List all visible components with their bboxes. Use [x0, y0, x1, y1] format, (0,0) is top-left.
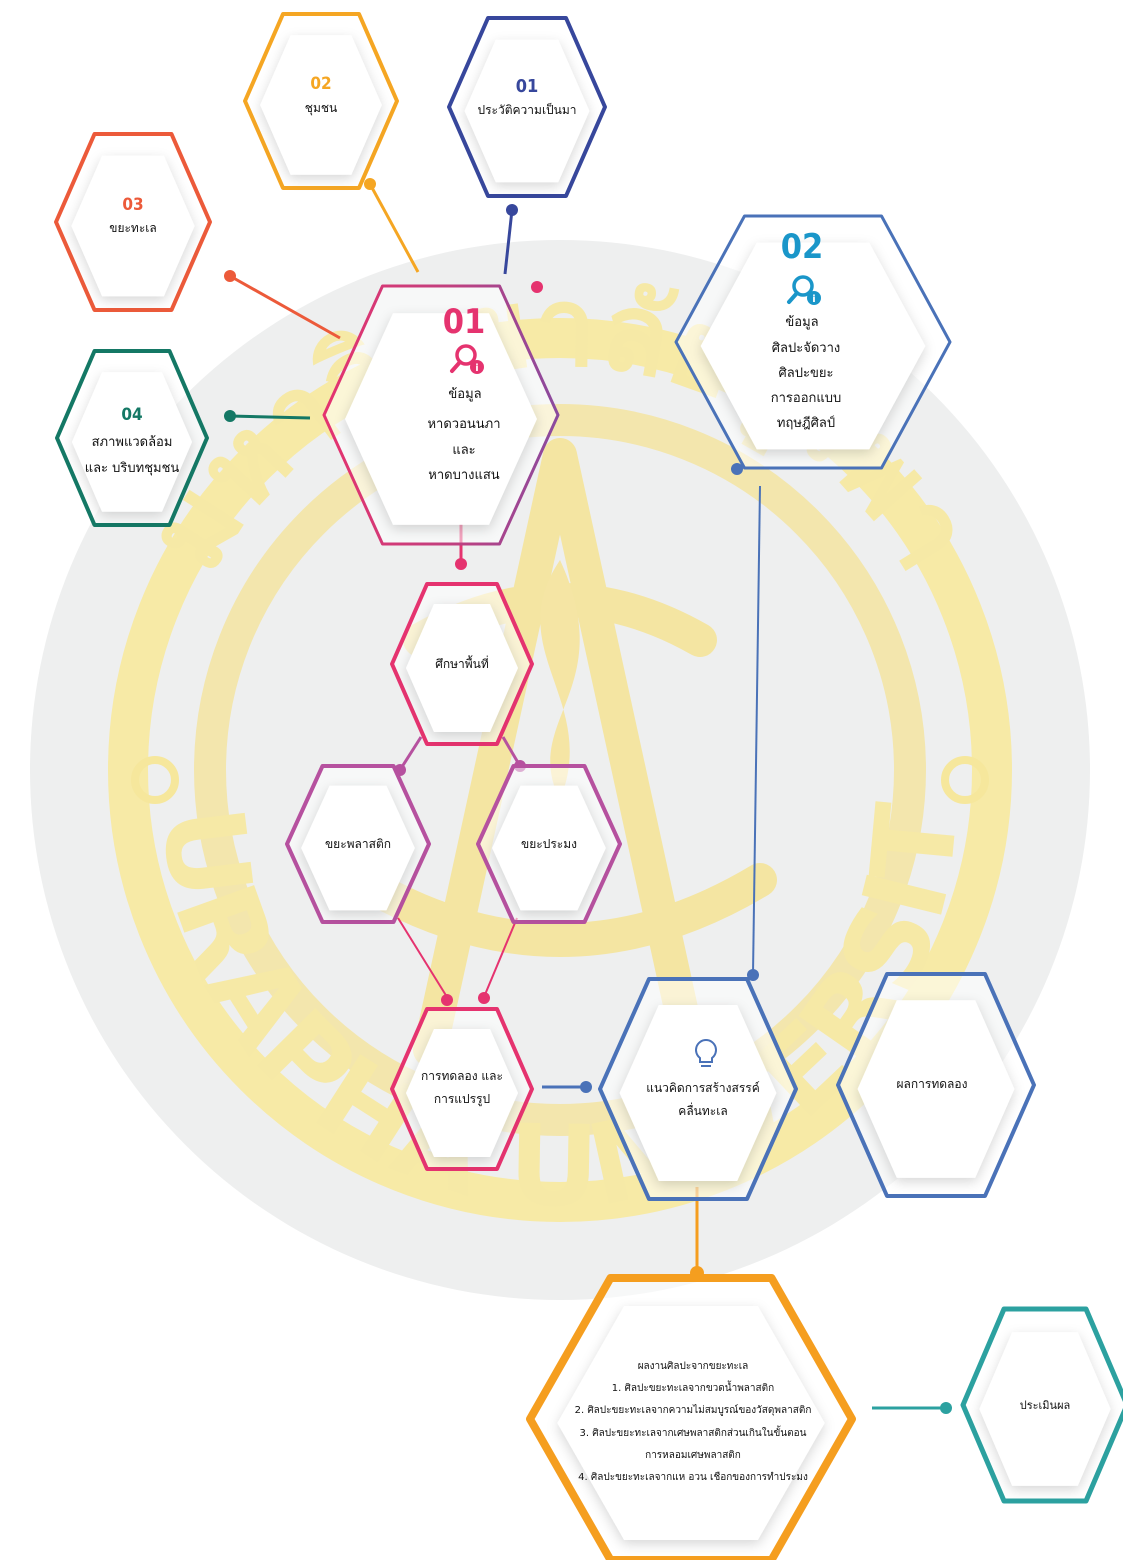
history-number: 01: [516, 76, 539, 97]
community-label: ชุมชน: [305, 101, 337, 116]
info-art-icon-label: ข้อมูล: [785, 315, 818, 330]
artworks-line-2: 1. ศิลปะขยะทะเลจากขวดน้ำพลาสติก: [612, 1380, 774, 1394]
connector-community: [368, 183, 420, 273]
node-info-beaches-inner: [345, 313, 537, 525]
node-info-art-inner: [700, 242, 926, 450]
connector-fishing-exp: [483, 917, 518, 998]
watermark-gold-ring: [108, 318, 1012, 1222]
artworks-line-6: 4. ศิลปะขยะทะเลจากแห อวน เชือกของการทำปร…: [578, 1471, 808, 1483]
artworks-line-1: ผลงานศิลปะจากขยะทะเล: [638, 1361, 749, 1372]
plastic-waste-label: ขยะพลาสติก: [325, 837, 391, 851]
info-beaches-line-1: หาดวอนนภา: [427, 417, 500, 432]
connector-art-concept: [752, 485, 761, 975]
experiment-line-1: การทดลอง และ: [421, 1069, 503, 1083]
artworks-line-5: การหลอมเศษพลาสติก: [645, 1450, 741, 1461]
search-info-icon: i: [787, 275, 821, 305]
marine-number: 03: [122, 195, 143, 215]
watermark: มหาวิทยาลัยบูรพา BURAPHA UNIVERSITY: [30, 240, 1090, 1300]
environment-line-1: สภาพแวดล้อม: [92, 435, 173, 450]
watermark-flame: [540, 560, 580, 800]
node-site-study-inner: [406, 604, 518, 732]
evaluation-label: ประเมินผล: [1020, 1399, 1071, 1412]
connector-to-plastic: [398, 736, 423, 771]
lightbulb-icon: [695, 1038, 717, 1067]
node-plastic-waste-inner: [301, 785, 415, 911]
site-study-label: ศึกษาพื้นที่: [435, 655, 489, 671]
connector-marine: [229, 274, 341, 340]
connector-dot: [747, 969, 759, 981]
connector-environment: [229, 414, 311, 420]
artworks-line-4: 3. ศิลปะขยะทะเลจากเศษพลาสติกส่วนเกินในขั…: [580, 1425, 807, 1439]
node-site-study: ศึกษาพื้นที่: [390, 582, 534, 746]
connector-dot: [224, 410, 236, 422]
node-history-inner: [464, 39, 590, 183]
connector-dot: [364, 178, 376, 190]
concept-line-1: แนวคิดการสร้างสรรค์: [646, 1081, 760, 1095]
connector-dot: [731, 463, 743, 475]
info-art-number: 02: [781, 227, 824, 267]
info-beaches-number: 01: [443, 302, 486, 342]
watermark-dot-left: [131, 756, 179, 804]
watermark-emblem: [343, 438, 777, 1067]
node-plastic-waste: ขยะพลาสติก: [285, 764, 431, 924]
svg-text:i: i: [812, 294, 815, 305]
info-art-line-1: ศิลปะจัดวาง: [772, 341, 840, 356]
connector-history: [503, 209, 514, 275]
info-art-line-2: ศิลปะขยะ: [779, 366, 834, 381]
connector-dot: [441, 994, 453, 1006]
node-evaluation-inner: [979, 1332, 1111, 1486]
experiment-line-2: การแปรรูป: [434, 1092, 490, 1107]
info-art-line-3: การออกแบบ: [771, 391, 842, 406]
result-label: ผลการทดลอง: [897, 1077, 968, 1091]
node-fishing-waste-inner: [492, 785, 606, 911]
node-concept: แนวคิดการสร้างสรรค์คลื่นทะเล: [598, 977, 798, 1201]
artworks-line-3: 2. ศิลปะขยะทะเลจากความไม่สมบูรณ์ของวัสดุ…: [575, 1404, 812, 1416]
node-experiment-inner: [406, 1029, 518, 1157]
connector-dot: [478, 992, 490, 1004]
environment-number: 04: [121, 405, 142, 425]
node-result: ผลการทดลอง: [836, 972, 1036, 1198]
fishing-waste-label: ขยะประมง: [521, 837, 577, 851]
node-fishing-waste: ขยะประมง: [476, 764, 622, 924]
node-evaluation: ประเมินผล: [960, 1306, 1123, 1504]
node-community-inner: [260, 35, 382, 175]
node-artworks: ผลงานศิลปะจากขยะทะเล 1. ศิลปะขยะทะเลจากขว…: [526, 1274, 856, 1560]
concept-line-2: คลื่นทะเล: [678, 1102, 727, 1118]
watermark-dot-right: [941, 756, 989, 804]
info-art-line-4: ทฤษฎีศิลป์: [777, 415, 835, 431]
connector-dot: [580, 1081, 592, 1093]
info-beaches-line-2: และ: [452, 443, 475, 458]
node-environment-inner: [72, 372, 192, 512]
node-history: 01 ประวัติความเป็นมา: [447, 16, 607, 198]
connector-dot: [224, 270, 236, 282]
node-marine-debris-inner: [71, 155, 195, 297]
node-result-inner: [857, 1000, 1015, 1178]
search-info-icon: i: [450, 344, 484, 374]
node-marine-debris: 03 ขยะทะเล: [54, 132, 212, 312]
node-artworks-inner: [557, 1305, 825, 1541]
node-community: 02 ชุมชน: [243, 12, 399, 190]
info-beaches-line-3: หาดบางแสน: [428, 468, 500, 483]
connector-dot: [531, 281, 543, 293]
node-info-art: 02 i ข้อมูลศิลปะจัดวางศิลปะขยะการออกแบบทฤษ…: [674, 214, 952, 470]
environment-line-2: และ บริบทชุมชน: [85, 461, 180, 476]
marine-label: ขยะทะเล: [109, 221, 157, 235]
watermark-inner-ring: [194, 404, 926, 1136]
community-number: 02: [310, 74, 331, 94]
node-concept-inner: [619, 1005, 777, 1181]
connector-dot: [455, 558, 467, 570]
connector-dot: [940, 1402, 952, 1414]
svg-text:i: i: [475, 363, 478, 374]
connector-plastic-exp: [397, 917, 448, 998]
connector-dot: [506, 204, 518, 216]
info-beaches-icon-label: ข้อมูล: [448, 387, 481, 402]
history-label: ประวัติความเป็นมา: [477, 102, 576, 117]
